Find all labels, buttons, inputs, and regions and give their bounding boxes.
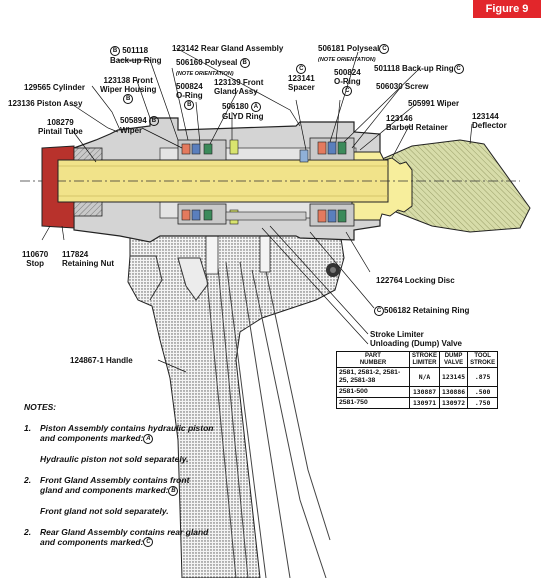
note-item: 2. Rear Gland Assembly contains rear gla… (24, 526, 209, 548)
notes-section: NOTES: 1. Piston Assembly contains hydra… (24, 402, 214, 548)
note-subtext: Front gland not sold separately. (40, 505, 169, 516)
table-row: 2581-500 130887 130886 .500 (336, 386, 499, 398)
table-row: 2581, 2581-2, 2581-25, 2581-38 N/A 12314… (336, 367, 499, 387)
table-row: 2581-750 130971 130972 .750 (336, 397, 499, 409)
label-123142-rear-gland-assembly: 123142 Rear Gland Assembly (172, 44, 284, 53)
note-item: 2. Front Gland Assembly contains front g… (24, 474, 190, 496)
note-item: 1. Piston Assembly contains hydraulic pi… (24, 423, 214, 444)
label-129565-cylinder: 129565 Cylinder (24, 83, 85, 92)
label-505991-wiper: 505991 Wiper (408, 99, 460, 108)
label-506030-screw: 506030 Screw (376, 82, 429, 91)
gland-seals-drawing (177, 137, 355, 227)
label-123136-piston-assy: 123136 Piston Assy (8, 99, 83, 108)
label-505894-wiper: 505894 B Wiper (120, 116, 159, 135)
label-124867-handle: 124867-1 Handle (70, 356, 133, 365)
retaining-nut-drawing (41, 145, 103, 229)
label-506180-glyd-ring: 506180 A GLYD Ring (222, 102, 264, 121)
label-122764-locking-disc: 122764 Locking Disc (376, 276, 455, 285)
label-506160-polyseal: 506160 Polyseal B (NOTE ORIENTATION) (176, 58, 250, 79)
notes-heading: NOTES: (24, 402, 57, 412)
note-subtext: Hydraulic piston not sold separately. (40, 453, 189, 464)
figure-badge: Figure 9 (473, 0, 541, 18)
handle-drawing (127, 225, 345, 578)
leader-lines (41, 47, 473, 373)
